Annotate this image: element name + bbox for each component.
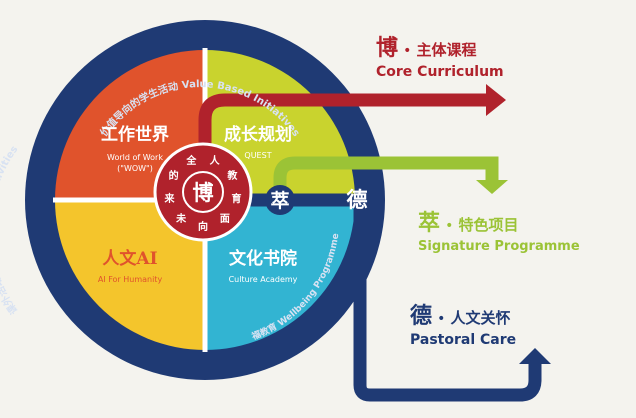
pastoral-cn: 人文关怀 bbox=[450, 309, 511, 327]
quadrant-top-right-label: 成长规划 QUEST bbox=[218, 120, 298, 160]
ring-text-left: 课外活动 Co-Curricular Activities bbox=[0, 144, 20, 317]
center-char: 博 bbox=[193, 181, 214, 205]
signature-programme-label: 萃 • 特色项目 Signature Programme bbox=[418, 205, 580, 254]
center-ring-char: 向 bbox=[198, 220, 208, 233]
center-ring-char: 教 bbox=[226, 169, 238, 182]
core-arrowhead bbox=[486, 84, 506, 116]
ai-title: 人文AI bbox=[102, 249, 158, 269]
core-char: 博 bbox=[376, 35, 399, 61]
wow-abbrev: ("WOW") bbox=[117, 164, 153, 173]
cui-char: 萃 bbox=[270, 189, 289, 212]
pastoral-dot: • bbox=[437, 311, 446, 327]
center-ring-char: 面 bbox=[220, 213, 230, 225]
core-band bbox=[198, 93, 495, 160]
signature-char: 萃 bbox=[418, 210, 441, 236]
core-dot: • bbox=[403, 43, 412, 59]
quest-title: 成长规划 bbox=[224, 125, 292, 145]
pastoral-en: Pastoral Care bbox=[410, 332, 517, 348]
signature-arrowhead bbox=[476, 180, 508, 194]
quadrant-top-left-label: 工作世界 World of Work ("WOW") bbox=[90, 120, 180, 173]
center-ring-char: 全 bbox=[185, 154, 197, 167]
signature-en: Signature Programme bbox=[418, 239, 580, 254]
center-ring-char: 育 bbox=[232, 192, 242, 205]
center-ring-char: 人 bbox=[210, 154, 221, 167]
wow-subtitle: World of Work bbox=[107, 153, 163, 162]
culture-subtitle: Culture Academy bbox=[228, 275, 298, 284]
center-inner bbox=[182, 171, 224, 213]
center-ring-text: 的全人教育面向未来 bbox=[164, 154, 242, 233]
signature-dot: • bbox=[445, 218, 454, 234]
cui-node bbox=[265, 185, 295, 215]
ai-subtitle: AI For Humanity bbox=[97, 275, 163, 284]
pastoral-band bbox=[205, 193, 542, 402]
pastoral-char: 德 bbox=[410, 303, 433, 329]
pastoral-care-label: 德 • 人文关怀 Pastoral Care bbox=[410, 298, 516, 348]
pastoral-arrowhead bbox=[519, 348, 551, 364]
quadrant-bottom-right bbox=[205, 200, 355, 350]
quadrant-bottom-left bbox=[55, 200, 205, 350]
signature-band bbox=[273, 156, 499, 200]
culture-title: 文化书院 bbox=[229, 249, 297, 269]
center-ring-char: 来 bbox=[164, 192, 176, 205]
core-cn: 主体课程 bbox=[416, 41, 477, 59]
quadrant-bottom-left-label: 人文AI AI For Humanity bbox=[85, 244, 175, 284]
center-ring-char: 的 bbox=[169, 169, 179, 182]
signature-cn: 特色项目 bbox=[458, 216, 519, 234]
wow-title: 工作世界 bbox=[101, 125, 169, 145]
quadrant-bottom-right-label: 文化书院 Culture Academy bbox=[218, 244, 308, 284]
core-en: Core Curriculum bbox=[376, 64, 504, 80]
quest-subtitle: QUEST bbox=[244, 151, 272, 160]
de-char: 德 bbox=[347, 188, 368, 212]
center-ring-char: 未 bbox=[175, 212, 186, 225]
core-curriculum-label: 博 • 主体课程 Core Curriculum bbox=[376, 30, 504, 80]
